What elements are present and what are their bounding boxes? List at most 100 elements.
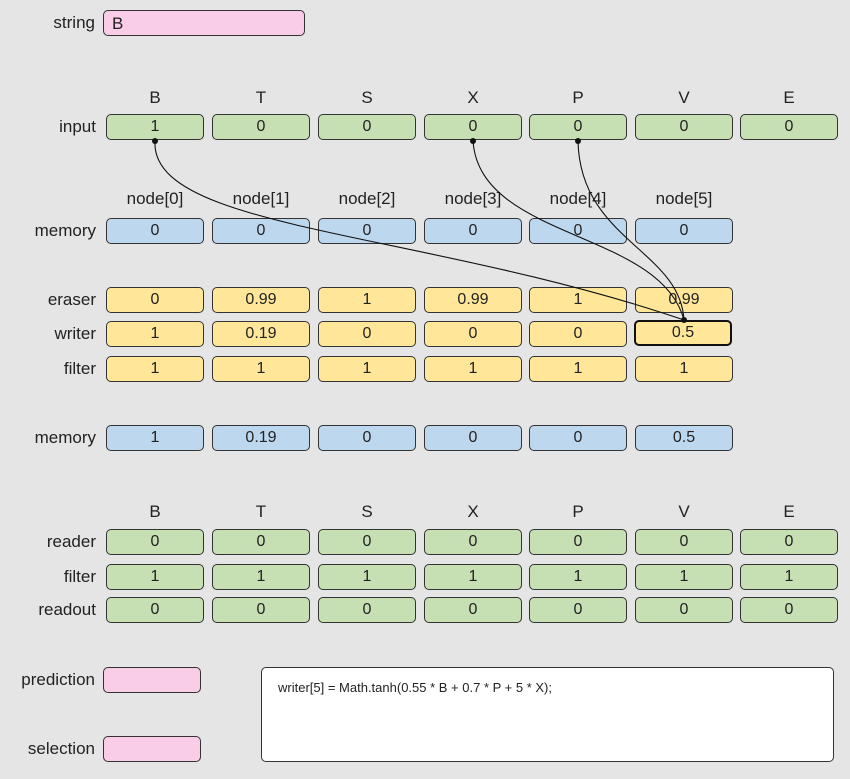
memory-in-cell-5: 0 — [635, 218, 733, 244]
output-filter-cell-v: 1 — [635, 564, 733, 590]
readout-cell-p: 0 — [529, 597, 627, 623]
eraser-cell-1: 0.99 — [212, 287, 310, 313]
output-header-t: T — [255, 502, 267, 521]
memory-out-label: memory — [34, 428, 96, 447]
memory-in-cell-0: 0 — [106, 218, 204, 244]
writer-cell-3: 0 — [424, 321, 522, 347]
input-header-s: S — [361, 88, 373, 107]
filter-cell-3: 1 — [424, 356, 522, 382]
memory-out-cell-1: 0.19 — [212, 425, 310, 451]
filter-label: filter — [63, 359, 96, 378]
input-row-label: input — [59, 117, 96, 136]
input-cell-t: 0 — [212, 114, 310, 140]
writer-cell-4: 0 — [529, 321, 627, 347]
readout-label: readout — [38, 600, 96, 619]
input-cell-v: 0 — [635, 114, 733, 140]
prediction-label: prediction — [21, 670, 95, 689]
writer-cell-1: 0.19 — [212, 321, 310, 347]
wire-dot-b — [152, 138, 158, 144]
node-header-4: node[4] — [549, 189, 607, 208]
output-filter-label: filter — [63, 567, 96, 586]
output-header-p: P — [572, 502, 584, 521]
memory-in-cell-2: 0 — [318, 218, 416, 244]
output-header-v: V — [678, 502, 690, 521]
memory-in-cell-1: 0 — [212, 218, 310, 244]
readout-cell-x: 0 — [424, 597, 522, 623]
input-header-p: P — [572, 88, 584, 107]
output-header-e: E — [783, 502, 795, 521]
node-header-3: node[3] — [444, 189, 502, 208]
reader-cell-x: 0 — [424, 529, 522, 555]
input-header-v: V — [678, 88, 690, 107]
reader-cell-s: 0 — [318, 529, 416, 555]
input-cell-p: 0 — [529, 114, 627, 140]
writer-cell-2: 0 — [318, 321, 416, 347]
readout-cell-v: 0 — [635, 597, 733, 623]
node-header-2: node[2] — [338, 189, 396, 208]
code-text: writer[5] = Math.tanh(0.55 * B + 0.7 * P… — [278, 680, 552, 695]
writer-label: writer — [54, 324, 96, 343]
output-filter-cell-p: 1 — [529, 564, 627, 590]
input-cell-b: 1 — [106, 114, 204, 140]
wire-dot-x — [470, 138, 476, 144]
node-header-0: node[0] — [126, 189, 184, 208]
selection-field[interactable] — [103, 736, 201, 762]
memory-out-cell-0: 1 — [106, 425, 204, 451]
output-filter-cell-e: 1 — [740, 564, 838, 590]
eraser-cell-2: 1 — [318, 287, 416, 313]
reader-cell-p: 0 — [529, 529, 627, 555]
wire-p-to-writer — [577, 140, 685, 321]
string-label: string — [53, 13, 95, 32]
wire-b-to-writer — [154, 140, 685, 321]
wire-dot-target — [681, 317, 687, 323]
memory-out-cell-4: 0 — [529, 425, 627, 451]
readout-cell-s: 0 — [318, 597, 416, 623]
filter-cell-1: 1 — [212, 356, 310, 382]
filter-cell-4: 1 — [529, 356, 627, 382]
code-display: writer[5] = Math.tanh(0.55 * B + 0.7 * P… — [261, 667, 834, 762]
writer-cell-0: 1 — [106, 321, 204, 347]
input-header-e: E — [783, 88, 795, 107]
string-input[interactable]: B — [103, 10, 305, 36]
reader-cell-e: 0 — [740, 529, 838, 555]
output-filter-cell-b: 1 — [106, 564, 204, 590]
input-header-b: B — [149, 88, 161, 107]
input-header-t: T — [255, 88, 267, 107]
memory-out-cell-3: 0 — [424, 425, 522, 451]
filter-cell-5: 1 — [635, 356, 733, 382]
memory-in-cell-3: 0 — [424, 218, 522, 244]
eraser-cell-4: 1 — [529, 287, 627, 313]
input-cell-x: 0 — [424, 114, 522, 140]
reader-cell-t: 0 — [212, 529, 310, 555]
output-header-x: X — [467, 502, 479, 521]
eraser-cell-5: 0.99 — [635, 287, 733, 313]
eraser-label: eraser — [47, 290, 96, 309]
readout-cell-t: 0 — [212, 597, 310, 623]
node-header-5: node[5] — [655, 189, 713, 208]
memory-out-cell-5: 0.5 — [635, 425, 733, 451]
wire-dot-p — [575, 138, 581, 144]
filter-cell-2: 1 — [318, 356, 416, 382]
prediction-field[interactable] — [103, 667, 201, 693]
memory-out-cell-2: 0 — [318, 425, 416, 451]
output-filter-cell-t: 1 — [212, 564, 310, 590]
eraser-cell-3: 0.99 — [424, 287, 522, 313]
eraser-cell-0: 0 — [106, 287, 204, 313]
filter-cell-0: 1 — [106, 356, 204, 382]
output-header-b: B — [149, 502, 161, 521]
output-filter-cell-s: 1 — [318, 564, 416, 590]
reader-cell-b: 0 — [106, 529, 204, 555]
wire-x-to-writer — [472, 140, 685, 321]
input-cell-e: 0 — [740, 114, 838, 140]
selection-label: selection — [27, 739, 95, 758]
input-cell-s: 0 — [318, 114, 416, 140]
reader-cell-v: 0 — [635, 529, 733, 555]
readout-cell-e: 0 — [740, 597, 838, 623]
readout-cell-b: 0 — [106, 597, 204, 623]
node-header-1: node[1] — [232, 189, 290, 208]
memory-in-label: memory — [34, 221, 96, 240]
output-header-s: S — [361, 502, 373, 521]
output-filter-cell-x: 1 — [424, 564, 522, 590]
reader-label: reader — [46, 532, 96, 551]
